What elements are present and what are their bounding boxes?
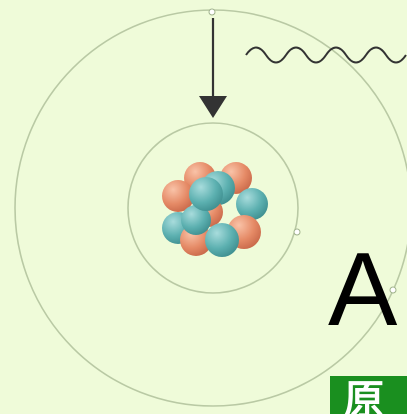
logo-glyph: 原 [344, 380, 384, 414]
nucleus [162, 162, 268, 257]
down-arrow-icon [199, 18, 227, 118]
corner-logo: 原 [330, 376, 407, 414]
letter-label: A [328, 238, 397, 342]
electron-inner-right [294, 229, 300, 235]
wavy-photon-icon [246, 48, 406, 63]
electron-outer-top [209, 9, 215, 15]
